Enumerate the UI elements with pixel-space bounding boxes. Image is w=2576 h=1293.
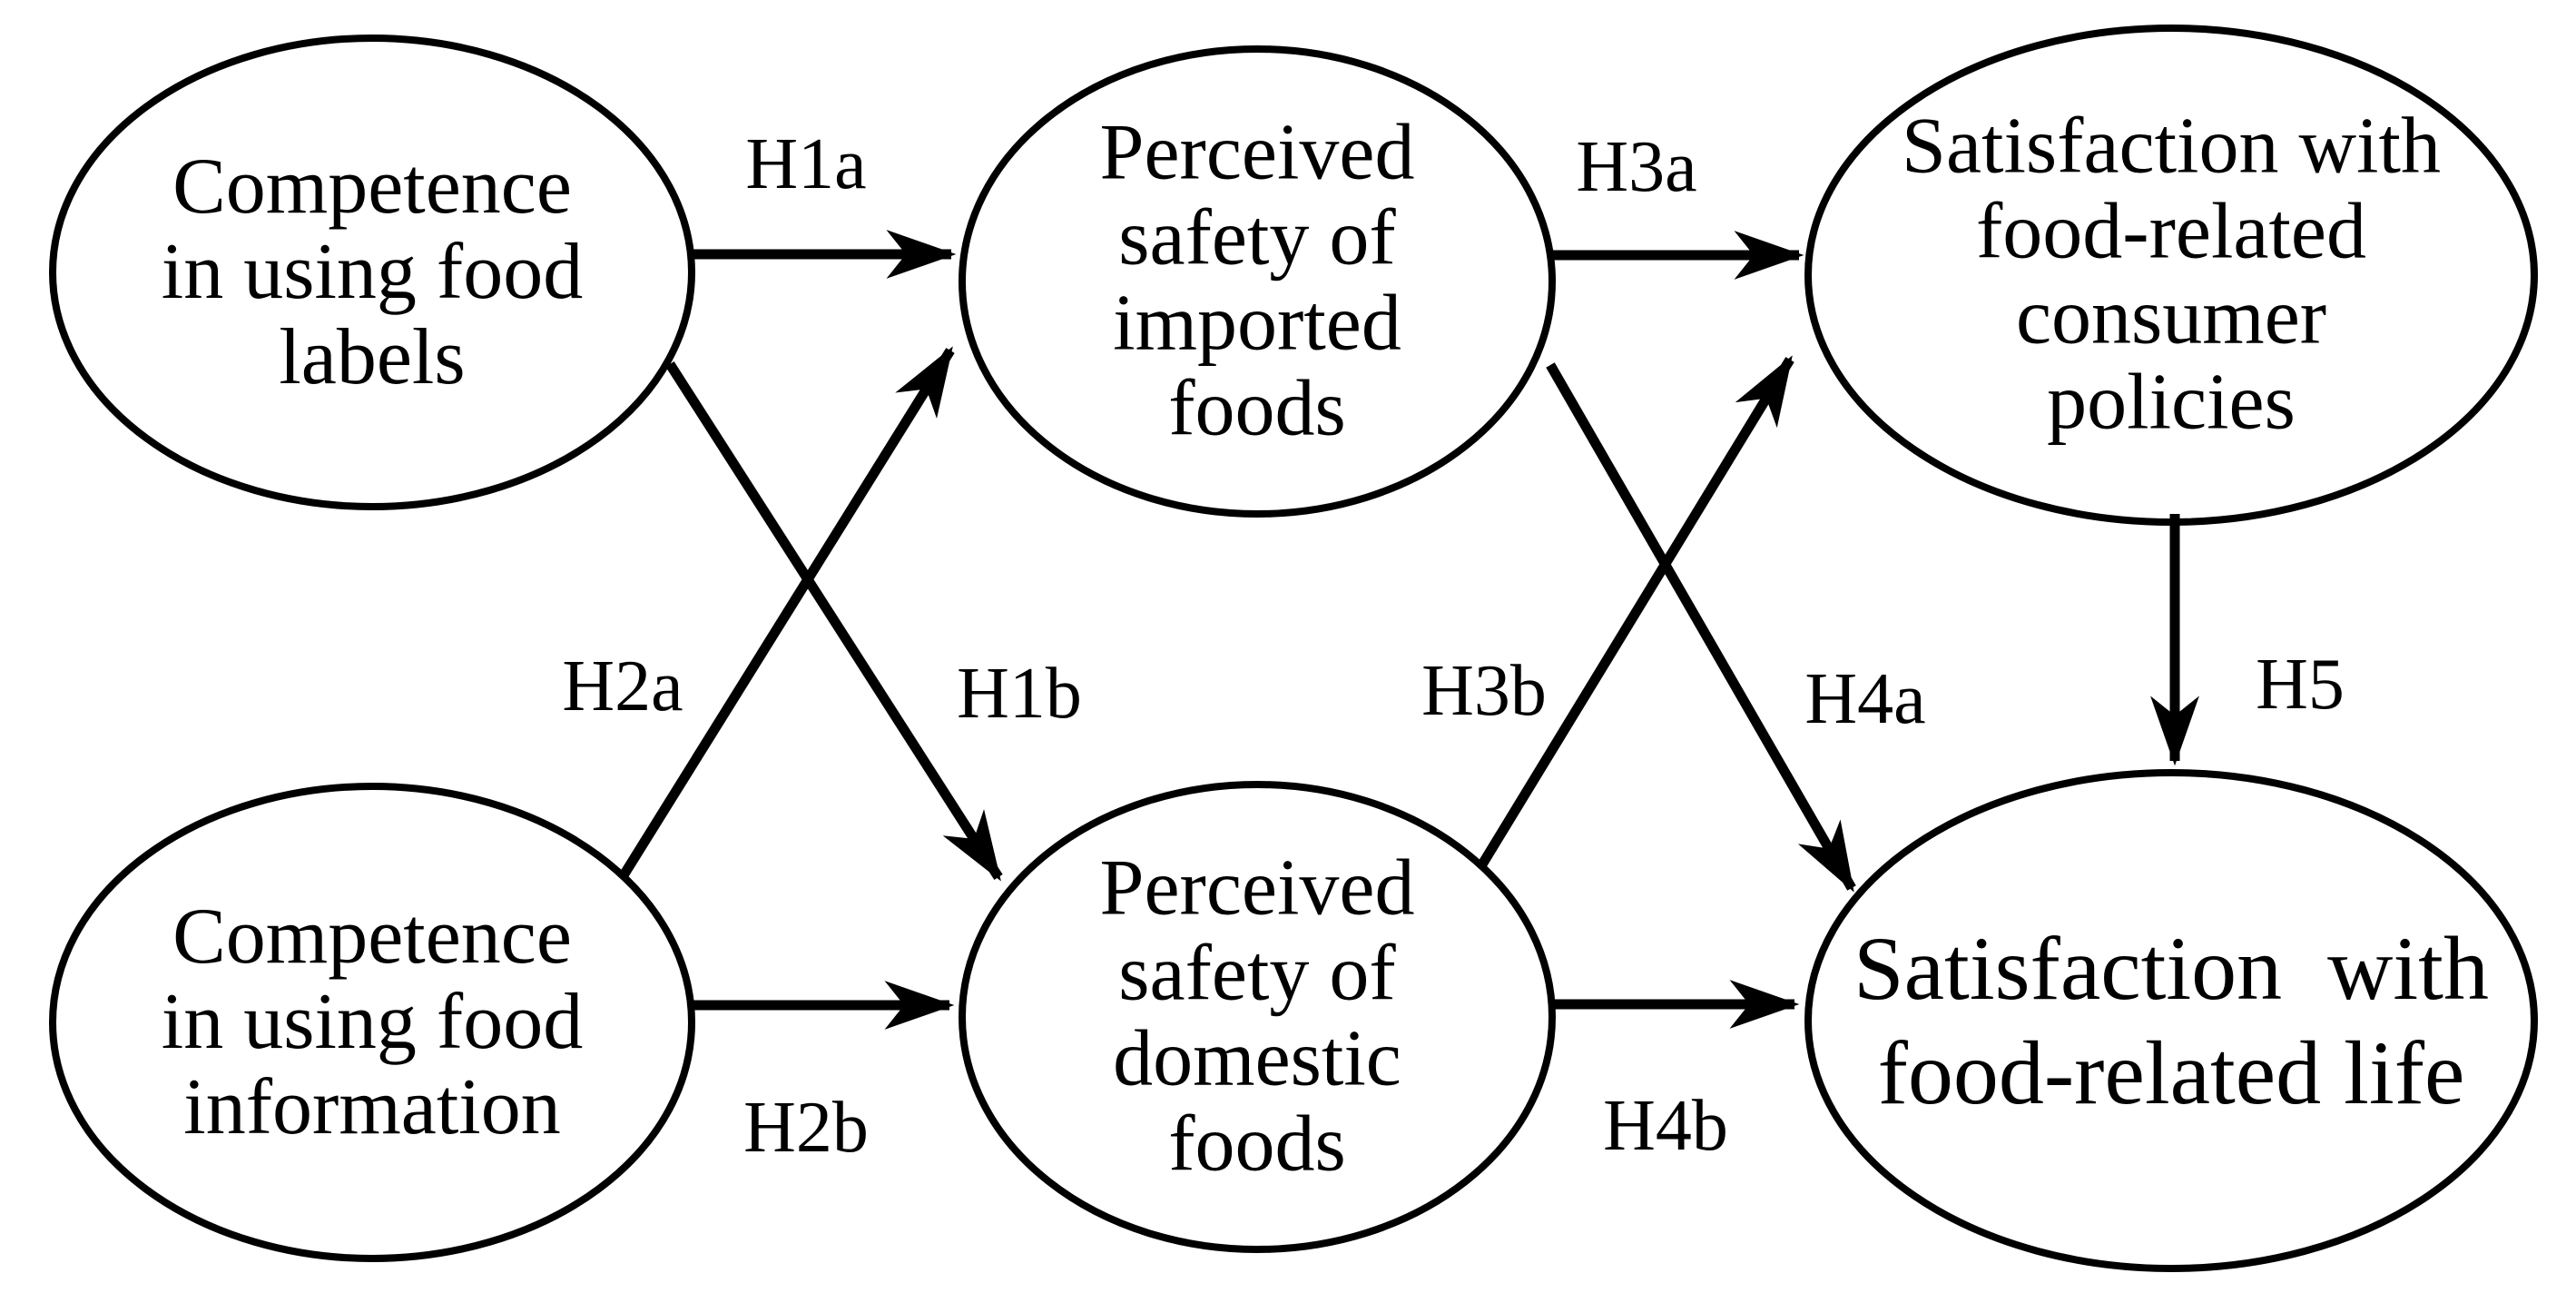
node-ellipse-perceived-safety-domestic xyxy=(959,781,1556,1253)
node-label-satisfaction-food-related-life: Satisfaction with food-related life xyxy=(1853,918,2489,1123)
hypothesis-label-h5: H5 xyxy=(2256,645,2345,725)
node-label-competence-food-labels: Competence in using food labels xyxy=(161,142,584,402)
node-label-perceived-safety-imported: Perceived safety of imported foods xyxy=(1099,108,1415,454)
arrow-h1b xyxy=(665,361,1003,882)
hypothesis-label-h1a: H1a xyxy=(745,124,867,204)
hypothesis-label-h2b: H2b xyxy=(743,1088,869,1168)
hypothesis-label-h2a: H2a xyxy=(562,646,683,726)
node-label-perceived-safety-domestic: Perceived safety of domestic foods xyxy=(1099,844,1415,1189)
hypothesis-label-h4b: H4b xyxy=(1603,1086,1728,1166)
node-ellipse-satisfaction-food-related-life xyxy=(1804,769,2538,1272)
hypothesis-label-h4a: H4a xyxy=(1804,659,1926,739)
hypothesis-label-h3b: H3b xyxy=(1421,651,1547,731)
node-ellipse-perceived-safety-imported xyxy=(959,45,1556,518)
arrow-h2a xyxy=(619,346,955,878)
node-ellipse-competence-food-labels xyxy=(49,35,695,510)
node-ellipse-competence-food-information xyxy=(49,783,695,1262)
arrow-h3b xyxy=(1546,362,1856,893)
node-label-satisfaction-consumer-policies: Satisfaction with food-related consumer … xyxy=(1902,102,2441,448)
arrow-h4a xyxy=(1478,355,1794,867)
node-label-competence-food-information: Competence in using food information xyxy=(161,892,584,1152)
hypothesis-label-h3a: H3a xyxy=(1576,127,1697,207)
hypothesis-label-h1b: H1b xyxy=(957,654,1082,734)
